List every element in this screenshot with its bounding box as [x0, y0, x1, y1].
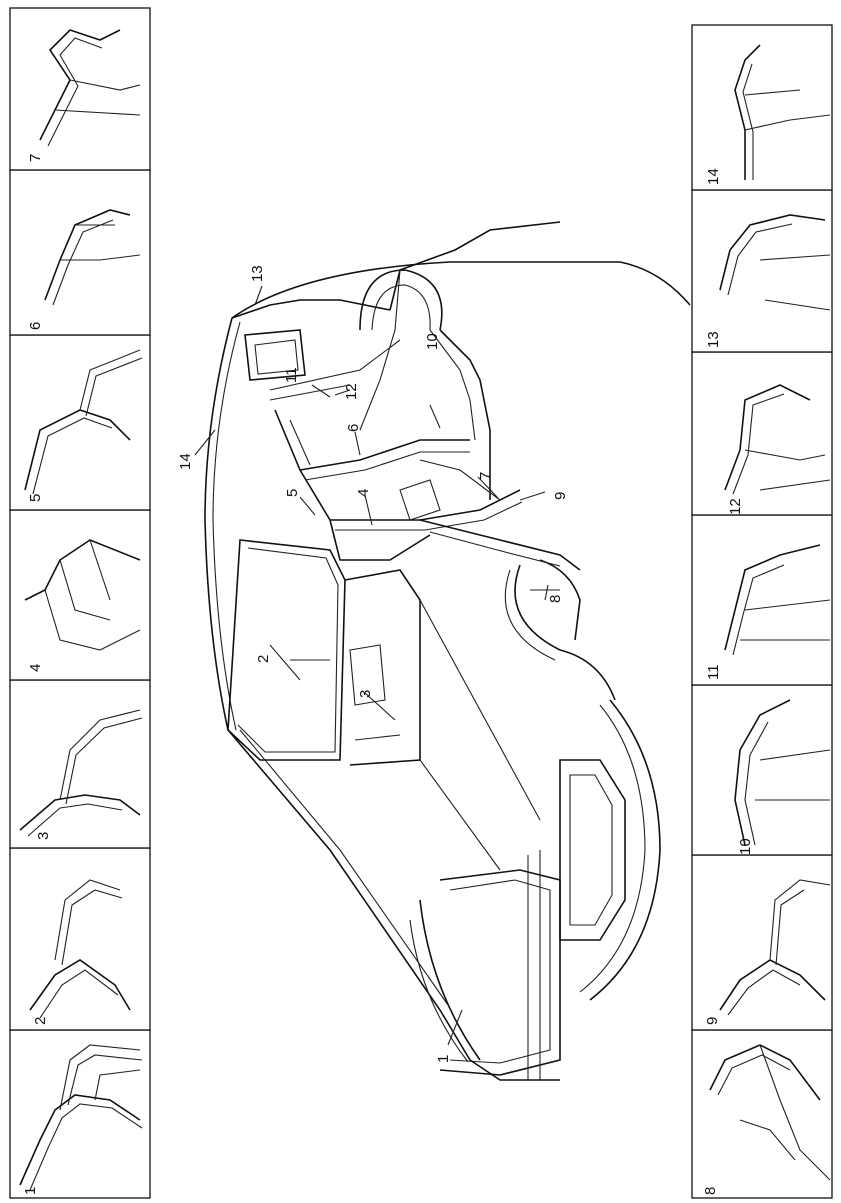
- section-profile-13: [719, 214, 831, 311]
- callout-5: 5: [284, 489, 301, 497]
- section-label-1: 1: [22, 1187, 39, 1195]
- section-label-9: 9: [704, 1017, 721, 1025]
- section-panel-1: [9, 1029, 151, 1199]
- section-panel-12: [691, 351, 833, 516]
- section-label-8: 8: [702, 1187, 719, 1195]
- section-profile-10: [734, 699, 831, 846]
- section-panel-2: [9, 847, 151, 1031]
- section-panel-7: [9, 7, 151, 171]
- section-label-13: 13: [705, 331, 722, 348]
- callout-13: 13: [249, 265, 266, 282]
- section-profile-7: [39, 29, 141, 147]
- section-label-10: 10: [737, 838, 754, 855]
- callout-12: 12: [343, 383, 360, 400]
- section-profile-6: [44, 209, 141, 306]
- section-panel-4: [9, 509, 151, 681]
- section-profile-12: [724, 384, 831, 495]
- section-label-12: 12: [727, 498, 744, 515]
- section-label-4: 4: [27, 664, 44, 672]
- section-label-3: 3: [35, 832, 52, 840]
- section-profile-5: [24, 349, 143, 495]
- body-callouts: 1 2 3 4 5 6 7 8 9 10 11 12 13 14: [177, 265, 569, 1063]
- rear-window: [244, 329, 306, 381]
- section-panel-3: [9, 679, 151, 849]
- section-panel-11: [691, 514, 833, 686]
- callout-8: 8: [547, 595, 564, 603]
- section-profile-1: [19, 1044, 143, 1191]
- callout-1: 1: [435, 1055, 452, 1063]
- section-label-5: 5: [27, 494, 44, 502]
- section-label-14: 14: [705, 168, 722, 185]
- car-body-drawing: [204, 221, 691, 1081]
- section-panel-14: [691, 24, 833, 191]
- section-panel-13: [691, 189, 833, 353]
- section-label-6: 6: [27, 322, 44, 330]
- section-profile-9: [719, 879, 831, 1016]
- left-section-strip: 1 2 3 4 5 6 7: [9, 7, 151, 1199]
- callout-11: 11: [283, 367, 300, 383]
- callout-7: 7: [477, 472, 494, 480]
- section-profile-8: [709, 1044, 831, 1181]
- roof-outline: [231, 261, 691, 319]
- callout-3: 3: [357, 690, 374, 698]
- section-panel-10: [691, 684, 833, 856]
- section-panel-9: [691, 854, 833, 1031]
- section-profile-3: [19, 709, 143, 837]
- callout-10: 10: [424, 333, 441, 350]
- right-section-strip: 8 9 10 11 12 13 14: [691, 24, 833, 1199]
- section-profile-11: [724, 544, 831, 656]
- section-panel-5: [9, 334, 151, 511]
- callout-2: 2: [255, 655, 272, 663]
- callout-4: 4: [355, 489, 372, 497]
- section-profile-14: [734, 44, 831, 180]
- section-panel-6: [9, 169, 151, 336]
- callout-leaders: [194, 285, 549, 1046]
- callout-9: 9: [552, 492, 569, 500]
- callout-6: 6: [345, 424, 362, 432]
- section-profile-2: [29, 879, 131, 1019]
- section-label-2: 2: [32, 1017, 49, 1025]
- section-profile-4: [24, 539, 141, 651]
- section-panel-8: [691, 1029, 833, 1199]
- front-door: [227, 539, 346, 761]
- section-label-11: 11: [705, 664, 722, 680]
- callout-14: 14: [177, 453, 194, 470]
- section-label-7: 7: [27, 154, 44, 162]
